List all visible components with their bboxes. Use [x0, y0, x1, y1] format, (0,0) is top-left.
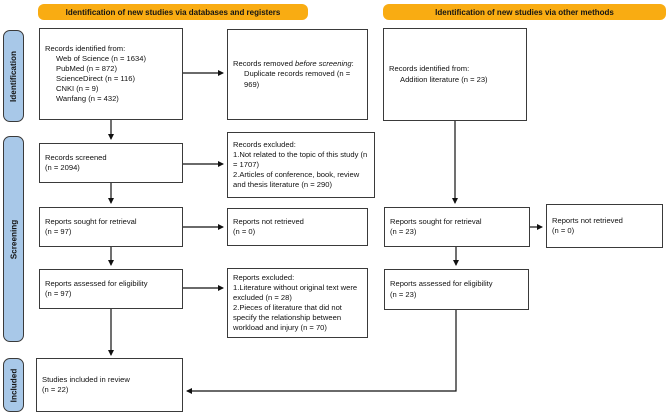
stage-screening: Screening: [3, 136, 24, 342]
box-reports-sought-other: Reports sought for retrieval (n = 23): [384, 207, 530, 247]
box-records-screened: Records screened (n = 2094): [39, 143, 183, 183]
box-reports-not-retrieved-other: Reports not retrieved (n = 0): [546, 204, 663, 248]
records-removed-prefix: Records removed: [233, 59, 296, 69]
banner-other-methods: Identification of new studies via other …: [383, 4, 666, 20]
reports-assessed-databases-text: Reports assessed for eligibility (n = 97…: [45, 278, 148, 298]
records-screened-text: Records screened (n = 2094): [45, 152, 107, 172]
reports-sought-databases-text: Reports sought for retrieval (n = 97): [45, 216, 137, 236]
box-records-identified-databases: Records identified from: Web of Science …: [39, 28, 183, 120]
box-records-removed: Records removed before screening: Duplic…: [227, 29, 368, 120]
box-records-excluded: Records excluded: 1.Not related to the t…: [227, 132, 375, 198]
records-excluded-text: Records excluded: 1.Not related to the t…: [233, 139, 368, 190]
box-reports-sought-databases: Reports sought for retrieval (n = 97): [39, 207, 183, 247]
records-identified-other-title: Records identified from:: [389, 64, 470, 74]
reports-sought-other-text: Reports sought for retrieval (n = 23): [390, 216, 482, 236]
records-identified-other-sources: Addition literature (n = 23): [400, 74, 488, 84]
banner-databases-label: Identification of new studies via databa…: [65, 7, 281, 17]
banner-other-label: Identification of new studies via other …: [435, 7, 614, 17]
arrow-other-assessed-to-included: [186, 310, 457, 394]
stage-screening-label: Screening: [9, 219, 18, 259]
banner-databases-registers: Identification of new studies via databa…: [38, 4, 308, 20]
records-removed-suffix: :: [351, 59, 354, 69]
reports-not-retrieved-databases-text: Reports not retrieved (n = 0): [233, 216, 304, 236]
box-studies-included: Studies included in review (n = 22): [36, 358, 183, 412]
box-records-identified-other: Records identified from: Addition litera…: [383, 28, 527, 121]
box-reports-assessed-other: Reports assessed for eligibility (n = 23…: [384, 269, 529, 310]
reports-assessed-other-text: Reports assessed for eligibility (n = 23…: [390, 279, 493, 299]
studies-included-text: Studies included in review (n = 22): [42, 374, 130, 394]
records-identified-sources: Web of Science (n = 1634) PubMed (n = 87…: [56, 53, 146, 104]
records-removed-items: Duplicate records removed (n = 969): [244, 69, 353, 89]
box-reports-excluded: Reports excluded: 1.Literature without o…: [227, 268, 368, 338]
stage-identification: Identification: [3, 30, 24, 122]
stage-included: Included: [3, 358, 24, 412]
stage-included-label: Included: [9, 368, 19, 402]
stage-identification-label: Identification: [9, 50, 19, 102]
reports-excluded-text: Reports excluded: 1.Literature without o…: [233, 272, 358, 333]
box-reports-not-retrieved-databases: Reports not retrieved (n = 0): [227, 208, 368, 246]
records-identified-title: Records identified from:: [45, 43, 126, 53]
reports-not-retrieved-other-text: Reports not retrieved (n = 0): [552, 215, 623, 235]
box-reports-assessed-databases: Reports assessed for eligibility (n = 97…: [39, 269, 183, 309]
records-removed-italic: before screening: [295, 59, 352, 69]
records-removed-title: Records removed before screening:: [233, 59, 362, 69]
